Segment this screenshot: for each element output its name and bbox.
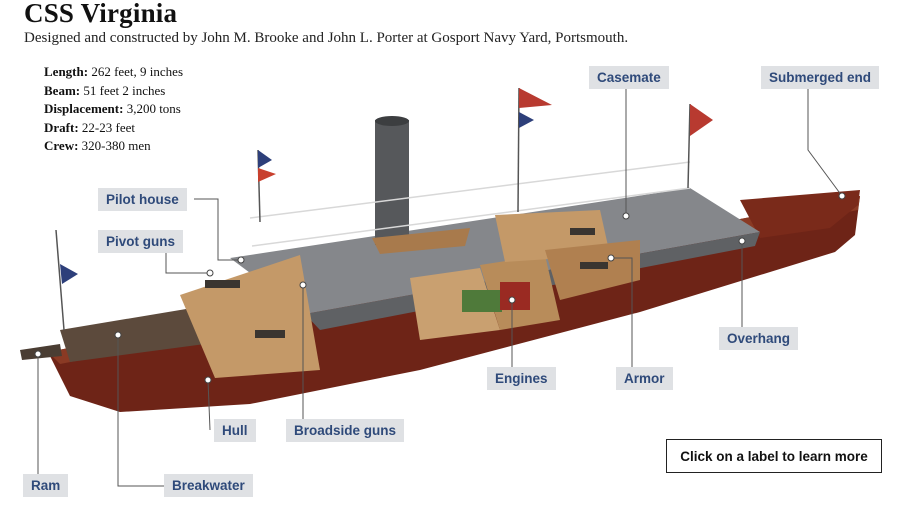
page-subtitle: Designed and constructed by John M. Broo…	[24, 30, 629, 46]
spec-draft: Draft: 22-23 feet	[44, 119, 135, 135]
spec-beam: Beam: 51 feet 2 inches	[44, 82, 166, 98]
page-title: CSS Virginia	[24, 0, 178, 28]
label-breakwater[interactable]: Breakwater	[164, 474, 253, 497]
learn-more-button[interactable]: Click on a label to learn more	[666, 439, 882, 473]
specs-list: Length: 262 feet, 9 inches Beam: 51 feet…	[44, 63, 183, 156]
label-engines[interactable]: Engines	[487, 367, 556, 390]
label-pilot-house[interactable]: Pilot house	[98, 188, 187, 211]
label-pivot-guns[interactable]: Pivot guns	[98, 230, 184, 253]
spec-length: Length: 262 feet, 9 inches	[44, 64, 184, 79]
spec-displacement: Displacement: 3,200 tons	[44, 101, 181, 116]
label-casemate[interactable]: Casemate	[589, 66, 669, 89]
label-submerged-end[interactable]: Submerged end	[761, 66, 880, 89]
label-overhang[interactable]: Overhang	[719, 327, 799, 350]
label-ram[interactable]: Ram	[23, 474, 69, 497]
label-armor[interactable]: Armor	[616, 367, 673, 390]
label-hull[interactable]: Hull	[214, 419, 256, 442]
spec-crew: Crew: 320-380 men	[44, 138, 151, 153]
label-broadside-guns[interactable]: Broadside guns	[286, 419, 405, 442]
